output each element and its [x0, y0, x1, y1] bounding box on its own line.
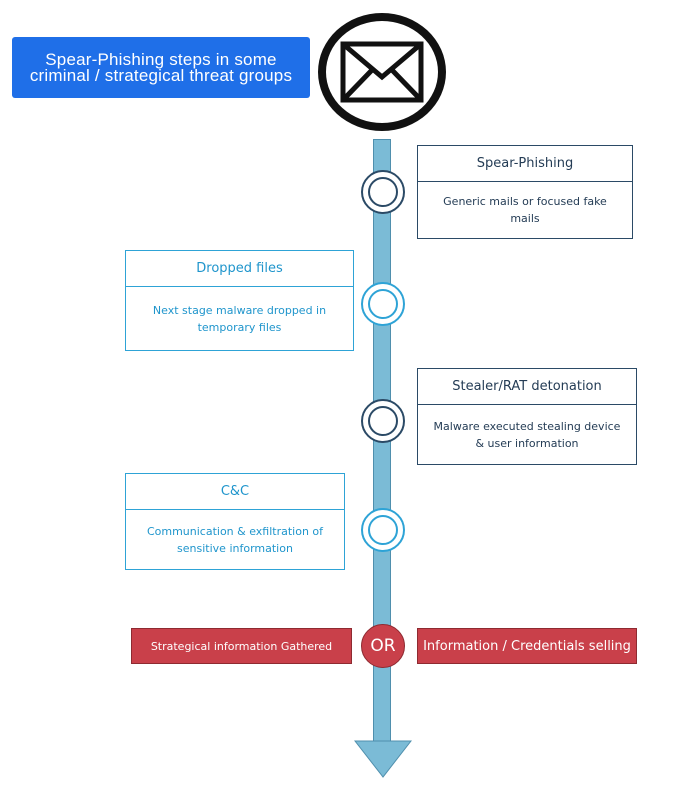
timeline-node-3 — [361, 399, 405, 443]
step-title: Spear-Phishing — [418, 146, 632, 182]
timeline-node-2 — [361, 282, 405, 326]
diagram-title: Spear-Phishing steps in some criminal / … — [12, 37, 310, 98]
diagram-title-text: Spear-Phishing steps in some criminal / … — [29, 49, 293, 85]
timeline-node-1 — [361, 170, 405, 214]
step-box-c-and-c: C&C Communication & exfiltration of sens… — [125, 473, 345, 570]
step-box-dropped-files: Dropped files Next stage malware dropped… — [125, 250, 354, 351]
step-title: C&C — [126, 474, 344, 510]
step-box-stealer-rat-detonation: Stealer/RAT detonation Malware executed … — [417, 368, 637, 465]
step-title: Dropped files — [126, 251, 353, 287]
or-connector: OR — [361, 624, 405, 668]
or-connector-label: OR — [370, 636, 396, 656]
step-title: Stealer/RAT detonation — [418, 369, 636, 405]
outcome-left-box: Strategical information Gathered — [131, 628, 352, 664]
step-description: Malware executed stealing device & user … — [433, 419, 621, 450]
envelope-icon-svg — [340, 41, 424, 103]
step-description: Communication & exfiltration of sensitiv… — [146, 524, 324, 555]
step-box-spear-phishing: Spear-Phishing Generic mails or focused … — [417, 145, 633, 239]
outcome-right-label: Information / Credentials selling — [423, 638, 631, 654]
step-description: Generic mails or focused fake mails — [443, 195, 607, 225]
outcome-right-box: Information / Credentials selling — [417, 628, 637, 664]
timeline-node-4 — [361, 508, 405, 552]
outcome-left-label: Strategical information Gathered — [150, 639, 333, 653]
timeline-arrow-head — [354, 740, 412, 778]
envelope-icon — [318, 13, 446, 131]
step-description: Next stage malware dropped in temporary … — [152, 303, 327, 334]
